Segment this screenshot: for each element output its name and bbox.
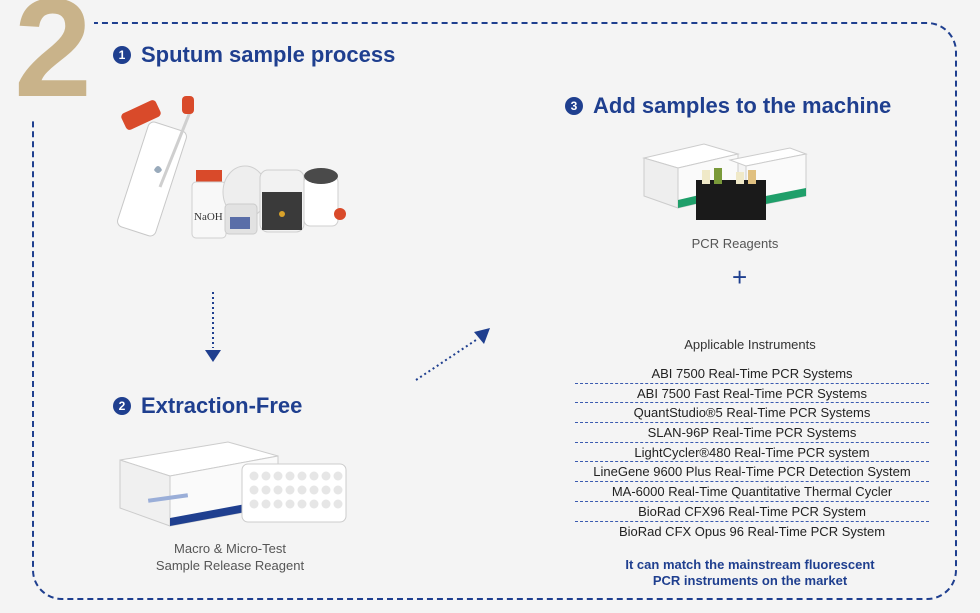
instrument-list: ABI 7500 Real-Time PCR Systems ABI 7500 … <box>575 364 929 541</box>
compatibility-note-line2: PCR instruments on the market <box>652 573 848 588</box>
step-1-heading: 1 Sputum sample process <box>113 42 395 68</box>
step-3-heading: 3 Add samples to the machine <box>565 93 891 119</box>
instrument-item: ABI 7500 Real-Time PCR Systems <box>575 364 929 384</box>
dashed-frame <box>32 22 957 600</box>
tube-rack-icon <box>241 463 347 523</box>
centrifuge-icon <box>303 168 346 227</box>
reagent-kit-illustration <box>119 441 347 527</box>
compatibility-note-line1: It can match the mainstream fluorescent <box>625 557 875 572</box>
instrument-item: MA-6000 Real-Time Quantitative Thermal C… <box>575 482 929 502</box>
instrument-item: LineGene 9600 Plus Real-Time PCR Detecti… <box>575 462 929 483</box>
compatibility-note: It can match the mainstream fluorescent … <box>580 557 920 589</box>
plus-sign: + <box>732 262 748 292</box>
instruments-heading: Applicable Instruments <box>684 337 816 352</box>
naoh-label: NaOH <box>194 211 223 223</box>
instrument-item: BioRad CFX96 Real-Time PCR System <box>575 502 929 522</box>
instrument-item: ABI 7500 Fast Real-Time PCR Systems <box>575 384 929 404</box>
sputum-illustration: NaOH <box>117 96 346 239</box>
instrument-item: SLAN-96P Real-Time PCR Systems <box>575 423 929 443</box>
kit-caption: Macro & Micro-Test Sample Release Reagen… <box>130 541 330 573</box>
instrument-item: QuantStudio®5 Real-Time PCR Systems <box>575 403 929 424</box>
step-1-title: Sputum sample process <box>141 42 396 67</box>
step-number: 2 <box>8 0 94 118</box>
tube-block-icon <box>696 168 766 220</box>
kit-caption-line1: Macro & Micro-Test <box>174 541 286 556</box>
step-2-title: Extraction-Free <box>141 393 303 418</box>
step-2-heading: 2 Extraction-Free <box>113 393 302 419</box>
shaker-icon <box>222 165 268 235</box>
step-3-title: Add samples to the machine <box>593 93 892 118</box>
down-arrow <box>205 292 221 362</box>
diagonal-arrow <box>415 328 490 381</box>
step-2-badge: 2 <box>113 397 131 415</box>
pcr-reagents-label: PCR Reagents <box>691 236 779 251</box>
sample-tube-icon <box>117 96 194 237</box>
instrument-item: LightCycler®480 Real-Time PCR system <box>575 443 929 463</box>
step-1-badge: 1 <box>113 46 131 64</box>
instrument-item: BioRad CFX Opus 96 Real-Time PCR System <box>618 523 886 539</box>
naoh-bottle-icon: NaOH <box>191 170 227 239</box>
pcr-reagents-illustration <box>642 143 808 220</box>
incubator-icon <box>259 169 305 233</box>
step-3-badge: 3 <box>565 97 583 115</box>
kit-caption-line2: Sample Release Reagent <box>155 558 305 573</box>
